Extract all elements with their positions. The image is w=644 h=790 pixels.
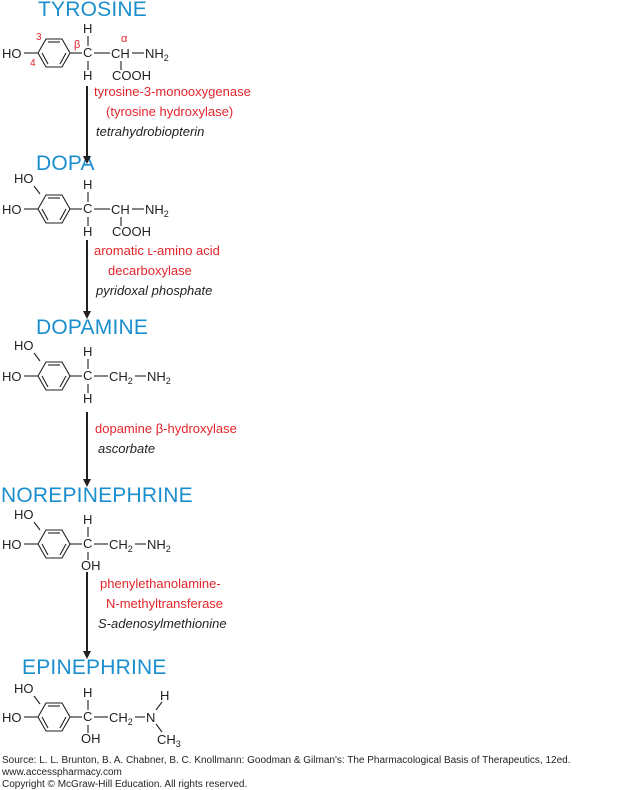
atom-oh: OH	[81, 558, 101, 573]
tyrosine-structure: HO 3 4 β H C H α CH NH2 COOH	[2, 21, 169, 83]
atom-ho-3: HO	[14, 681, 34, 696]
compound-title-dopamine: DOPAMINE	[36, 316, 149, 339]
enzyme-label-step1-line1: tyrosine-3-monooxygenase	[94, 84, 251, 99]
atom-h: H	[83, 344, 92, 359]
atom-c: C	[83, 201, 92, 216]
atom-c: C	[83, 709, 92, 724]
benzene-ring	[37, 361, 71, 391]
source-citation: Source: L. L. Brunton, B. A. Chabner, B.…	[2, 755, 571, 766]
benzene-ring	[37, 529, 71, 559]
atom-h: H	[83, 224, 92, 239]
atom-n: N	[146, 710, 155, 725]
ring-position-3: 3	[36, 32, 42, 43]
epinephrine-structure: HO HO H C OH CH2 N H CH3	[2, 681, 181, 749]
atom-oh: OH	[81, 731, 101, 746]
atom-h: H	[83, 68, 92, 83]
atom-ho-3: HO	[14, 338, 34, 353]
atom-c: C	[83, 536, 92, 551]
atom-ch2: CH2	[109, 537, 133, 554]
alpha-carbon-label: α	[121, 33, 128, 45]
cofactor-label-step3: ascorbate	[98, 441, 156, 456]
dopa-structure: HO HO H C H CH NH2 COOH	[2, 171, 169, 239]
atom-nh2: NH2	[145, 46, 169, 63]
enzyme-label-step4-line2: N-methyltransferase	[106, 596, 224, 611]
benzene-ring	[37, 194, 71, 224]
benzene-ring	[37, 702, 71, 732]
atom-h: H	[160, 688, 169, 703]
cofactor-label-step2: pyridoxal phosphate	[96, 283, 213, 298]
atom-c: C	[83, 368, 92, 383]
enzyme-label-step2-line1: aromatic ʟ-amino acid	[94, 243, 220, 258]
atom-ho-4: HO	[2, 710, 22, 725]
compound-title-tyrosine: TYROSINE	[38, 0, 147, 21]
pathway-diagram: HO 3 4 β H C H α CH NH2 COOH HO HO	[2, 21, 181, 749]
enzyme-label-step1-line2: (tyrosine hydroxylase)	[106, 104, 234, 119]
atom-ch3: CH3	[157, 732, 181, 749]
atom-h: H	[83, 685, 92, 700]
atom-ho-4: HO	[2, 369, 22, 384]
atom-nh2: NH2	[145, 202, 169, 219]
atom-ho: HO	[2, 46, 22, 61]
beta-carbon-label: β	[74, 39, 80, 51]
atom-c: C	[83, 45, 92, 60]
atom-h: H	[83, 177, 92, 192]
atom-h: H	[83, 21, 92, 36]
benzene-ring	[37, 38, 71, 68]
copyright-notice: Copyright © McGraw-Hill Education. All r…	[2, 779, 248, 790]
compound-title-epinephrine: EPINEPHRINE	[22, 656, 167, 679]
enzyme-label-step4-line1: phenylethanolamine-	[100, 576, 221, 591]
norepinephrine-structure: HO HO H C OH CH2 NH2	[2, 507, 171, 573]
dopamine-structure: HO HO H C H CH2 NH2	[2, 338, 171, 406]
atom-ch2: CH2	[109, 710, 133, 727]
cofactor-label-step4: S-adenosylmethionine	[98, 616, 227, 631]
atom-ho-4: HO	[2, 537, 22, 552]
atom-ch: CH	[111, 46, 130, 61]
enzyme-label-step2-line2: decarboxylase	[108, 263, 192, 278]
compound-title-dopa: DOPA	[36, 152, 95, 175]
atom-h: H	[83, 512, 92, 527]
atom-ho-3: HO	[14, 171, 34, 186]
cofactor-label-step1: tetrahydrobiopterin	[96, 124, 205, 139]
atom-cooh: COOH	[112, 224, 151, 239]
atom-nh2: NH2	[147, 369, 171, 386]
atom-ho-3: HO	[14, 507, 34, 522]
atom-h: H	[83, 391, 92, 406]
enzyme-label-step3-line1: dopamine β-hydroxylase	[95, 421, 237, 436]
source-website: www.accesspharmacy.com	[2, 767, 122, 778]
atom-cooh: COOH	[112, 68, 151, 83]
atom-ch: CH	[111, 202, 130, 217]
atom-ho-4: HO	[2, 202, 22, 217]
ring-position-4: 4	[30, 58, 36, 69]
atom-nh2: NH2	[147, 537, 171, 554]
atom-ch2: CH2	[109, 369, 133, 386]
compound-title-norepinephrine: NOREPINEPHRINE	[1, 484, 193, 507]
